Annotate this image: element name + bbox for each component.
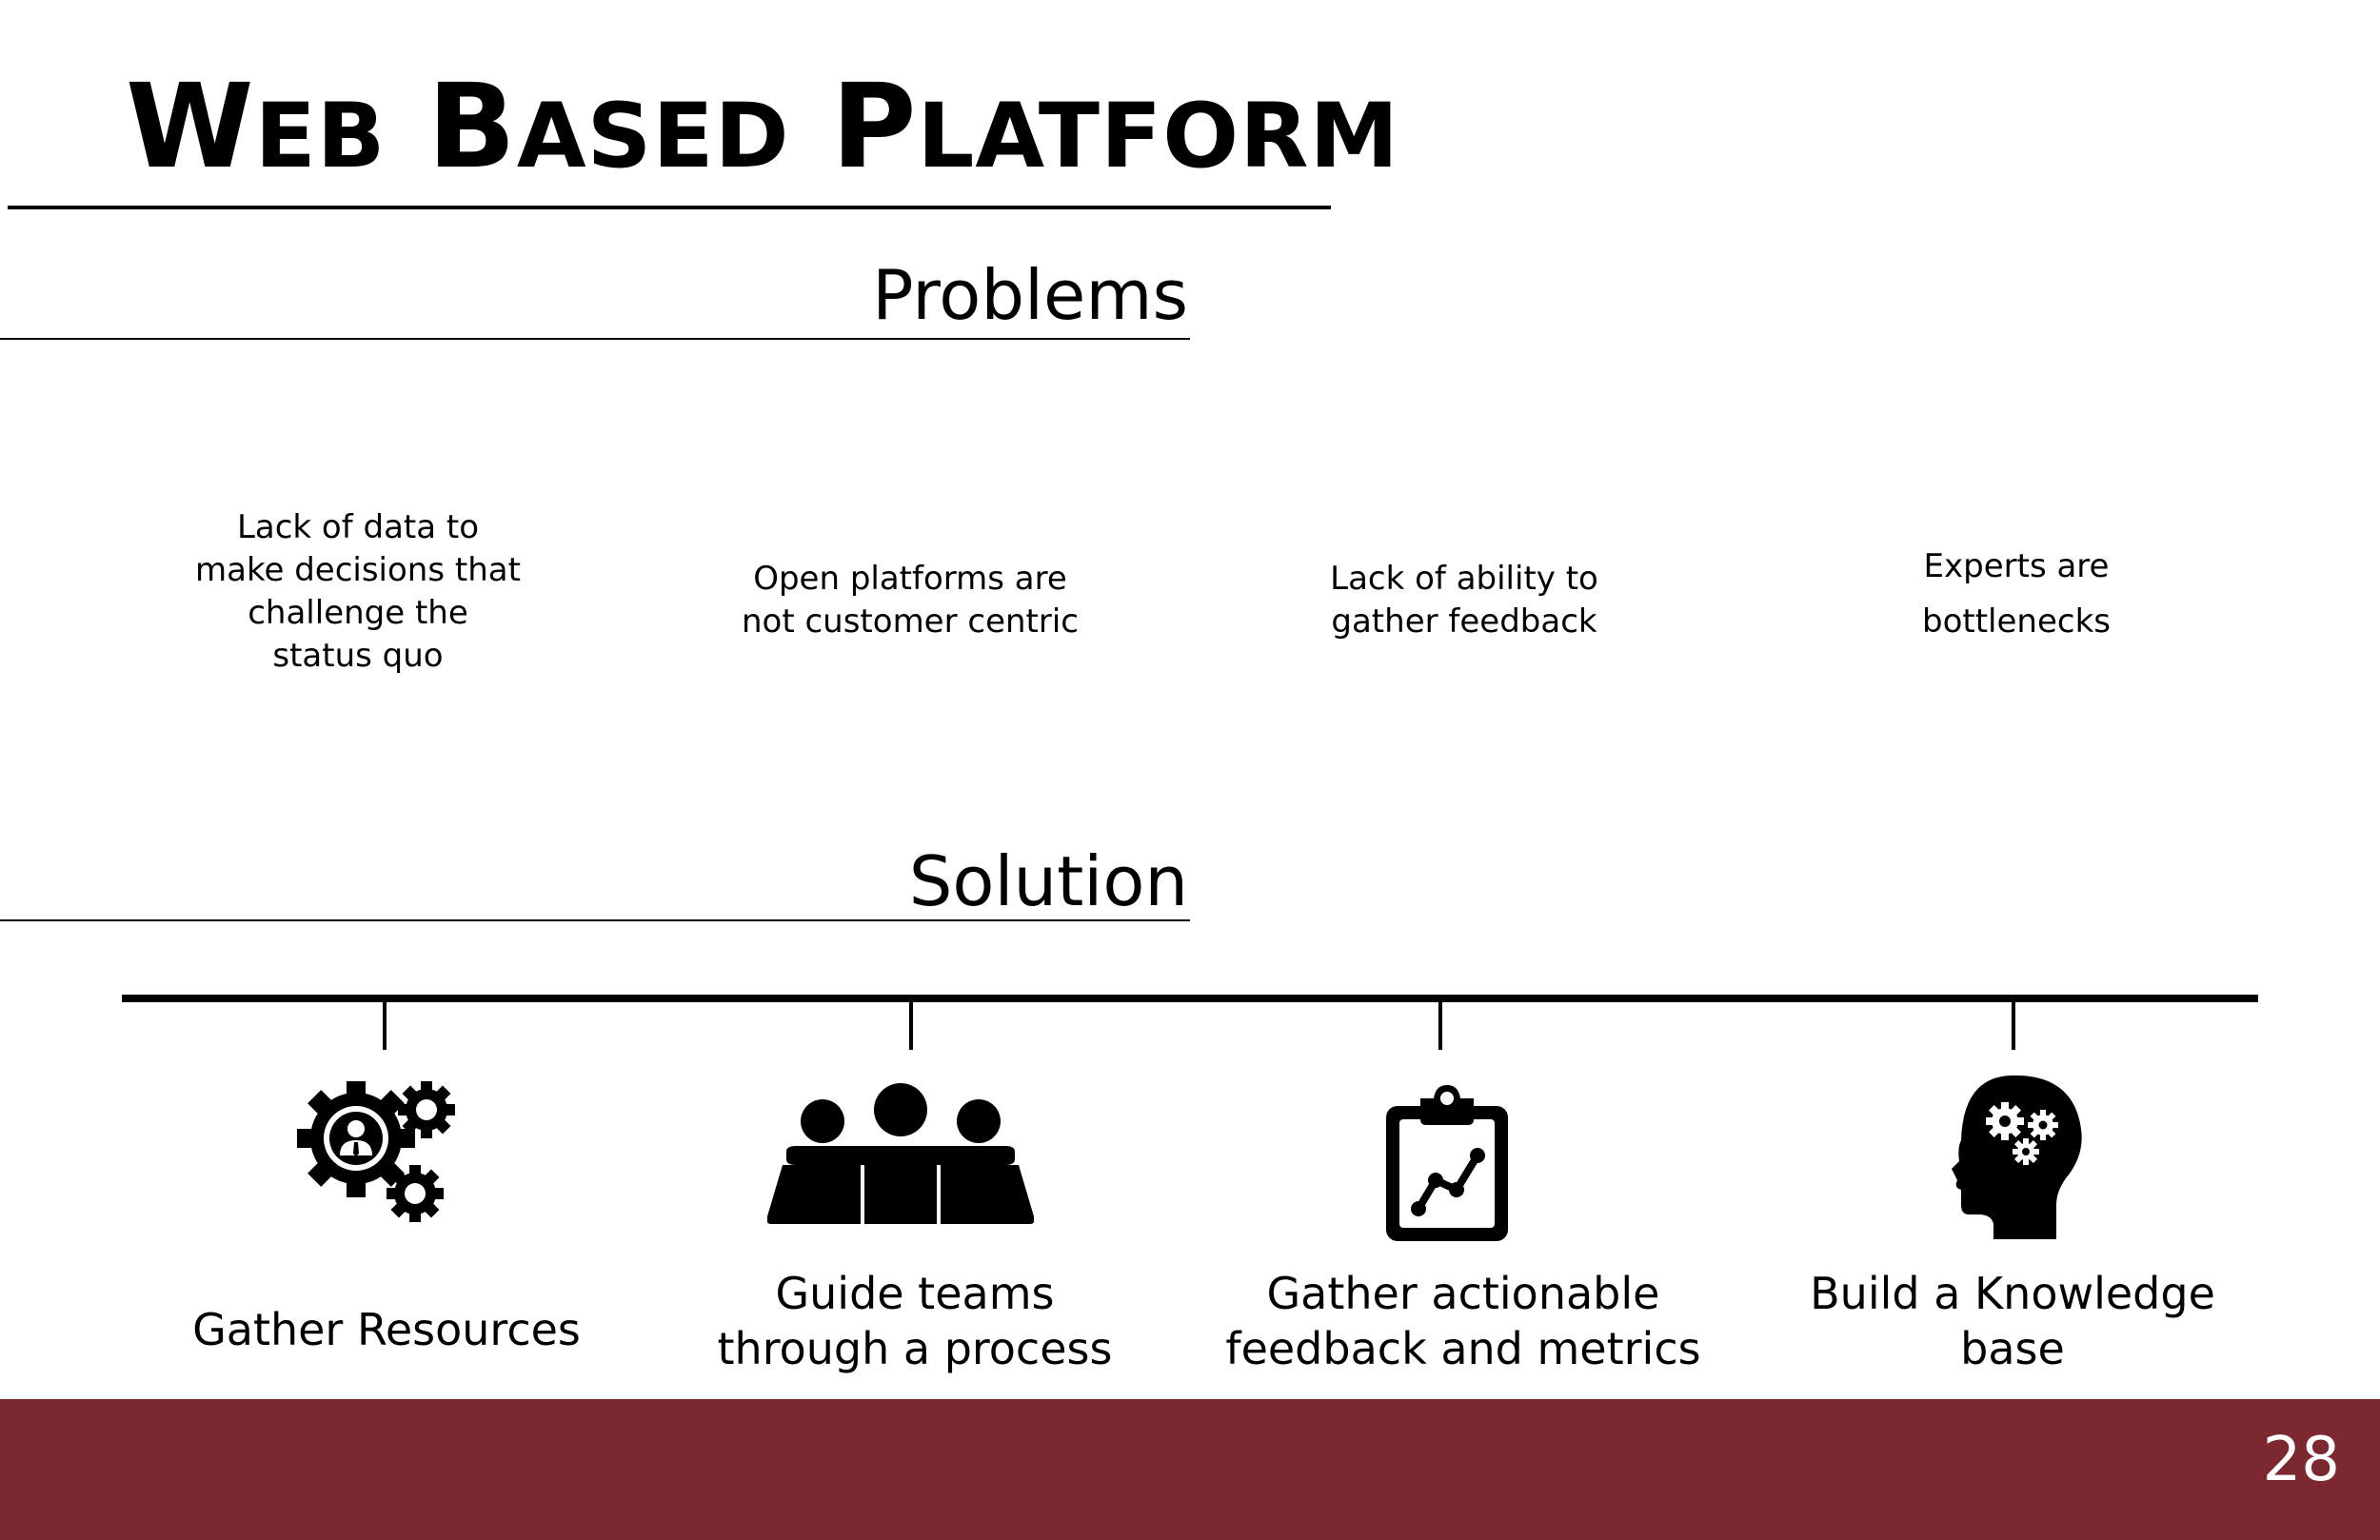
problem-text: make decisions that <box>195 551 521 589</box>
timeline-tick <box>1438 1000 1442 1050</box>
problem-text: Experts are <box>1923 547 2110 585</box>
solution-label: Build a Knowledge base <box>1746 1266 2279 1376</box>
solution-text: base <box>1960 1323 2065 1374</box>
timeline-tick <box>2012 1000 2015 1050</box>
solution-heading: Solution <box>908 841 1188 921</box>
problem-text: Open platforms are <box>753 560 1067 598</box>
page-number: 28 <box>2262 1425 2340 1495</box>
title-smallcaps: EB <box>254 85 387 188</box>
title-underline <box>8 206 1331 209</box>
title-letter: B <box>426 59 517 194</box>
problem-item: Open platforms are not customer centric <box>710 558 1110 643</box>
solution-label: Gather actionable feedback and metrics <box>1197 1266 1730 1376</box>
head-gears-icon <box>1952 1075 2082 1239</box>
title-smallcaps: ASED <box>516 85 790 188</box>
solution-text: feedback and metrics <box>1225 1323 1701 1374</box>
problem-text: not customer centric <box>741 602 1079 641</box>
problem-text: Lack of ability to <box>1330 560 1598 598</box>
problem-item: Experts are bottlenecks <box>1816 539 2216 649</box>
slide-title: WEB BASED PLATFORM <box>126 69 1399 185</box>
title-smallcaps: LATFORM <box>917 85 1400 188</box>
solution-underline <box>0 919 1190 921</box>
timeline-bar <box>122 995 2258 1002</box>
solution-text: Guide teams <box>775 1268 1055 1319</box>
solution-text: Build a Knowledge <box>1810 1268 2215 1319</box>
problem-text: bottlenecks <box>1922 602 2111 641</box>
problems-underline <box>0 338 1190 340</box>
problems-heading: Problems <box>872 255 1188 335</box>
title-letter: W <box>126 59 255 194</box>
problem-text: Lack of data to <box>236 508 480 546</box>
clipboard-chart-icon <box>1386 1085 1508 1241</box>
timeline-tick <box>383 1000 387 1050</box>
problem-text: challenge the <box>248 594 468 632</box>
problem-item: Lack of data to make decisions that chal… <box>158 506 558 678</box>
timeline-tick <box>909 1000 913 1050</box>
gears-person-icon <box>297 1081 455 1222</box>
problem-text: gather feedback <box>1331 602 1597 641</box>
problem-item: Lack of ability to gather feedback <box>1264 558 1664 643</box>
problem-text: status quo <box>272 637 444 675</box>
solution-text: through a process <box>717 1323 1113 1374</box>
team-icon <box>767 1083 1034 1224</box>
solution-text: Gather actionable <box>1266 1268 1660 1319</box>
footer-bar <box>0 1399 2380 1540</box>
solution-label: Gather Resources <box>120 1302 653 1357</box>
solution-label: Guide teams through a process <box>648 1266 1181 1376</box>
solution-text: Gather Resources <box>192 1304 581 1355</box>
title-letter: P <box>831 59 918 194</box>
